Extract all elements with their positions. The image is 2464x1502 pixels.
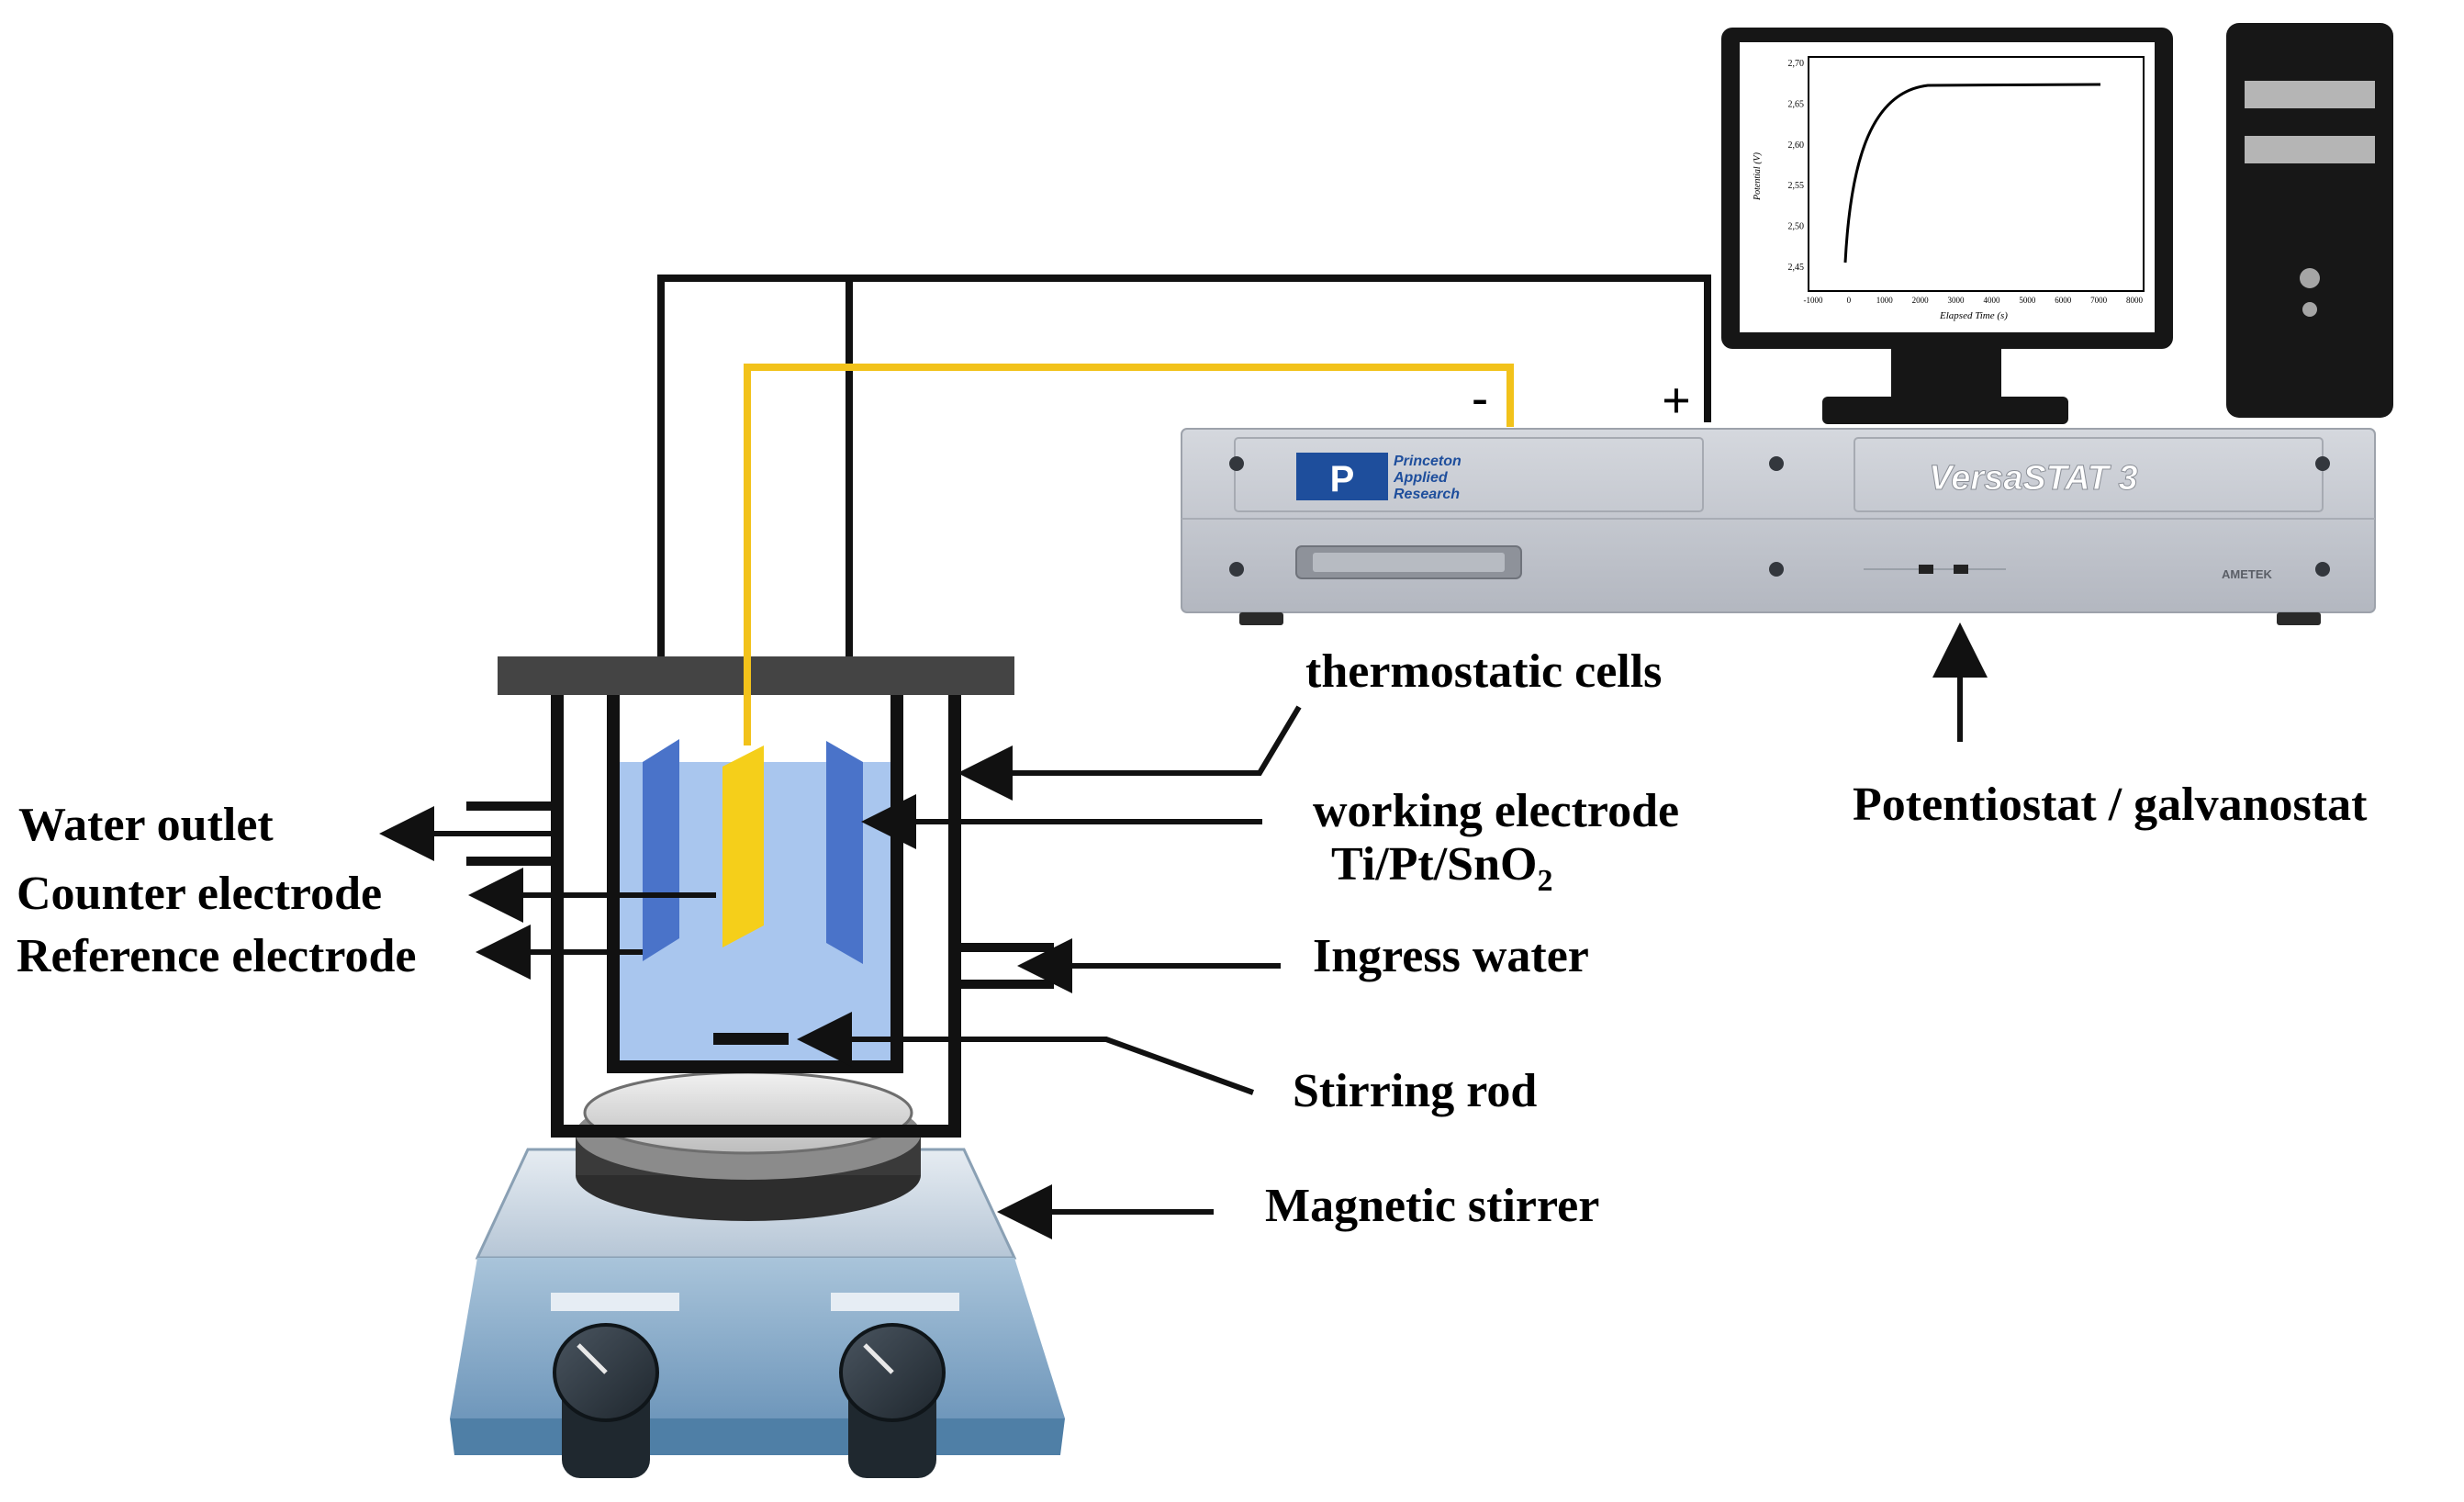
brand-line-2: Applied [1393,470,1449,486]
cell-inner-wall [607,689,903,1073]
working-electrode [722,745,764,947]
stirrer-knob-right[interactable] [839,1323,946,1478]
device-foot-right [2277,612,2321,625]
label-ingress-water: Ingress water [1313,930,1589,982]
x-tick-label: 8000 [2126,296,2144,305]
label-magnetic-stirrer: Magnetic stirrer [1265,1180,1599,1232]
pointer-lines [379,622,1988,1239]
label-thermostatic-cells: thermostatic cells [1305,645,1662,698]
magnetic-stirrer [450,1070,1065,1478]
potential-chart: 2,70 2,65 2,60 2,55 2,50 2,45 -1000 0 1000 2000 3… [1753,56,2145,321]
x-tick-label: -1000 [1804,296,1823,305]
labels: thermostatic cells working electrode Ti/… [17,645,2368,1232]
chart-plot-area [1808,56,2145,292]
terminal-positive: + [1662,373,1691,430]
terminal-negative: - [1472,372,1487,424]
computer-monitor: 2,70 2,65 2,60 2,55 2,50 2,45 -1000 0 1000 2000 3… [1721,28,2173,424]
potentiostat-device: P Princeton Applied Research VersaSTAT 3… [1181,372,2376,625]
stirring-rod [713,1033,789,1045]
stirrer-base [450,1418,1065,1455]
brand-line-3: Research [1394,487,1460,502]
reference-electrode [826,741,863,964]
chart-ylabel: Potential (V) [1753,151,1763,201]
label-working-electrode: working electrode [1313,785,1679,837]
x-tick-labels: -1000 0 1000 2000 3000 4000 5000 6000 7000 8000 [1804,296,2144,305]
y-tick-label: 2,70 [1788,59,1805,69]
y-tick-labels: 2,70 2,65 2,60 2,55 2,50 2,45 [1788,59,1805,273]
counter-electrode [643,739,679,961]
stirrer-indicator-right [831,1293,959,1311]
y-tick-label: 2,60 [1788,140,1805,151]
wires [657,275,1711,745]
x-tick-label: 7000 [2090,296,2108,305]
x-tick-label: 3000 [1948,296,1966,305]
label-stirring-rod: Stirring rod [1293,1065,1537,1117]
y-tick-label: 2,45 [1788,263,1805,273]
cell-outer-wall [551,689,961,1138]
label-water-outlet: Water outlet [18,799,274,851]
chart-xlabel: Elapsed Time (s) [1939,310,2008,321]
label-counter-electrode: Counter electrode [17,868,382,920]
drive-bay-1 [2245,81,2375,108]
y-tick-label: 2,50 [1788,222,1805,232]
x-tick-label: 6000 [2055,296,2072,305]
label-reference-electrode: Reference electrode [17,930,416,982]
stirrer-knob-left[interactable] [553,1323,659,1478]
device-foot-left [1239,612,1283,625]
indicator-light [2302,302,2317,317]
arrow-stirring-rod [797,1012,1255,1095]
stirrer-front-face [450,1258,1065,1418]
stirrer-indicator-left [551,1293,679,1311]
y-tick-label: 2,55 [1788,181,1805,191]
black-wire-counter [657,275,1711,656]
power-button[interactable] [2300,268,2320,288]
x-tick-label: 5000 [2019,296,2036,305]
arrow-thermostatic-cells [958,705,1302,801]
x-tick-label: 4000 [1983,296,2000,305]
front-leds [1864,565,2006,574]
brand-logo-mark: P [1330,459,1355,499]
yellow-wire-working [744,364,1514,745]
drive-bay-2 [2245,136,2375,163]
brand-line-1: Princeton [1394,454,1462,469]
brand-logo [1296,453,1388,500]
water-outlet-port [466,801,557,866]
x-tick-label: 1000 [1876,296,1894,305]
thermostatic-cell [466,656,1054,1138]
device-maker: AMETEK [2222,567,2273,581]
stirrer-hot-plate [576,1070,921,1221]
cell-lid [498,656,1014,695]
computer-tower [2226,23,2393,418]
label-working-electrode-material: Ti/Pt/SnO2 [1331,838,1552,898]
x-tick-label: 2000 [1912,296,1930,305]
label-potentiostat: Potentiostat / galvanostat [1853,779,2368,831]
device-screws [1229,456,2330,577]
y-tick-label: 2,65 [1788,99,1805,109]
potential-curve [1843,83,2101,263]
x-tick-label: 0 [1847,296,1852,305]
device-model: VersaSTAT 3 [1929,459,2137,498]
